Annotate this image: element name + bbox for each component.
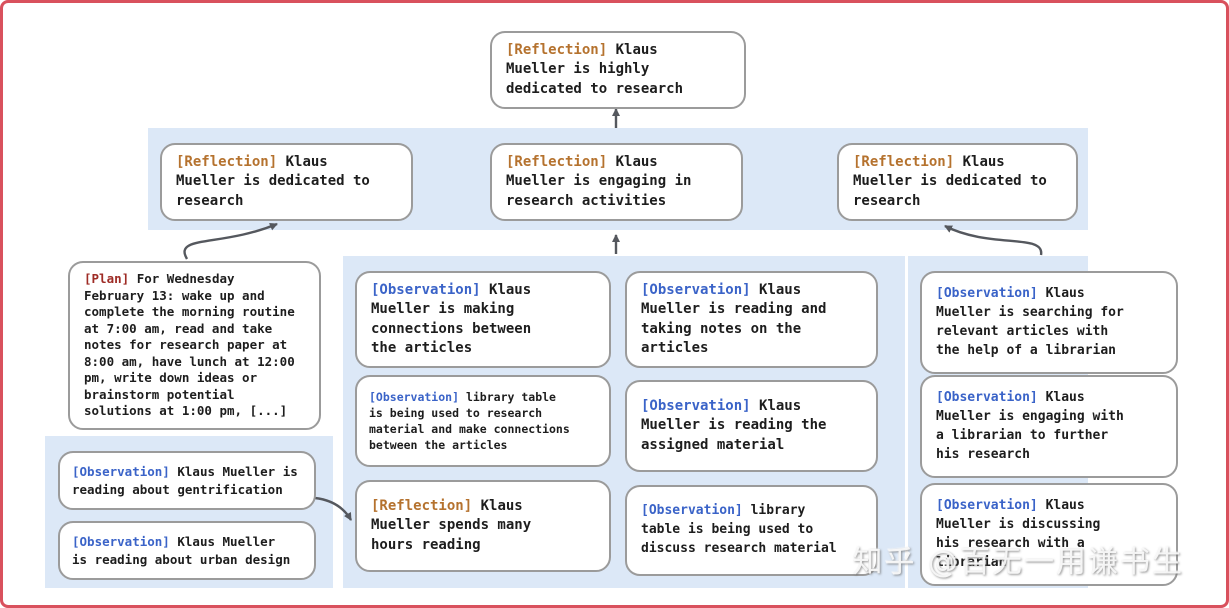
node-text: Klaus Mueller is reading about urban des… — [72, 534, 291, 567]
observation-label: [Observation] — [641, 398, 751, 414]
observation-node-urban-design: [Observation] Klaus Mueller is reading a… — [58, 521, 316, 580]
observation-label: [Observation] — [641, 282, 751, 298]
observation-label: [Observation] — [369, 390, 460, 404]
arrow-rightpanel-to-right-reflection — [944, 224, 1043, 256]
observation-label: [Observation] — [936, 390, 1038, 405]
plan-label: [Plan] — [84, 271, 130, 286]
node-text: Klaus Mueller is searching for relevant … — [936, 286, 1124, 358]
observation-label: [Observation] — [936, 498, 1038, 513]
node-text: Klaus Mueller is reading and taking note… — [641, 282, 827, 356]
node-text: Klaus Mueller is highly dedicated to res… — [506, 42, 684, 97]
reflection-label: [Reflection] — [506, 154, 608, 170]
plan-node: [Plan] For Wednesday February 13: wake u… — [68, 261, 321, 430]
node-text: library table is being used to discuss r… — [641, 503, 837, 556]
node-text: Klaus Mueller is dedicated to research — [176, 154, 370, 209]
reflection-node-hours-reading: [Reflection] Klaus Mueller spends many h… — [355, 480, 611, 572]
observation-node-gentrification: [Observation] Klaus Mueller is reading a… — [58, 451, 316, 510]
observation-label: [Observation] — [72, 464, 170, 479]
node-text: Klaus Mueller is reading the assigned ma… — [641, 398, 827, 453]
reflection-node-right: [Reflection] Klaus Mueller is dedicated … — [837, 143, 1078, 221]
node-text: Klaus Mueller is discussing his research… — [936, 498, 1101, 570]
observation-node-discussing-research: [Observation] Klaus Mueller is discussin… — [920, 483, 1178, 587]
observation-node-library-discuss: [Observation] library table is being use… — [625, 485, 878, 576]
observation-label: [Observation] — [371, 282, 481, 298]
reflection-label: [Reflection] — [506, 42, 608, 58]
observation-label: [Observation] — [72, 534, 170, 549]
node-text: Klaus Mueller is dedicated to research — [853, 154, 1047, 209]
reflection-node-center: [Reflection] Klaus Mueller is engaging i… — [490, 143, 743, 221]
node-text: Klaus Mueller spends many hours reading — [371, 498, 532, 553]
reflection-node-top: [Reflection] Klaus Mueller is highly ded… — [490, 31, 746, 109]
reflection-label: [Reflection] — [371, 498, 473, 514]
node-text: library table is being used to research … — [369, 390, 570, 453]
observation-node-engaging-librarian: [Observation] Klaus Mueller is engaging … — [920, 375, 1178, 479]
node-text: Klaus Mueller is engaging in research ac… — [506, 154, 692, 209]
observation-node-assigned-material: [Observation] Klaus Mueller is reading t… — [625, 380, 878, 472]
node-text: For Wednesday February 13: wake up and c… — [84, 271, 295, 418]
reflection-node-left: [Reflection] Klaus Mueller is dedicated … — [160, 143, 413, 221]
node-text: Klaus Mueller is engaging with a librari… — [936, 390, 1124, 462]
node-text: Klaus Mueller is reading about gentrific… — [72, 464, 298, 497]
node-text: Klaus Mueller is making connections betw… — [371, 282, 532, 356]
reflection-label: [Reflection] — [176, 154, 278, 170]
observation-node-taking-notes: [Observation] Klaus Mueller is reading a… — [625, 271, 878, 369]
observation-label: [Observation] — [641, 503, 743, 518]
observation-node-connections: [Observation] Klaus Mueller is making co… — [355, 271, 611, 369]
observation-node-library-research: [Observation] library table is being use… — [355, 375, 611, 468]
observation-node-searching-articles: [Observation] Klaus Mueller is searching… — [920, 271, 1178, 375]
observation-label: [Observation] — [936, 286, 1038, 301]
reflection-label: [Reflection] — [853, 154, 955, 170]
